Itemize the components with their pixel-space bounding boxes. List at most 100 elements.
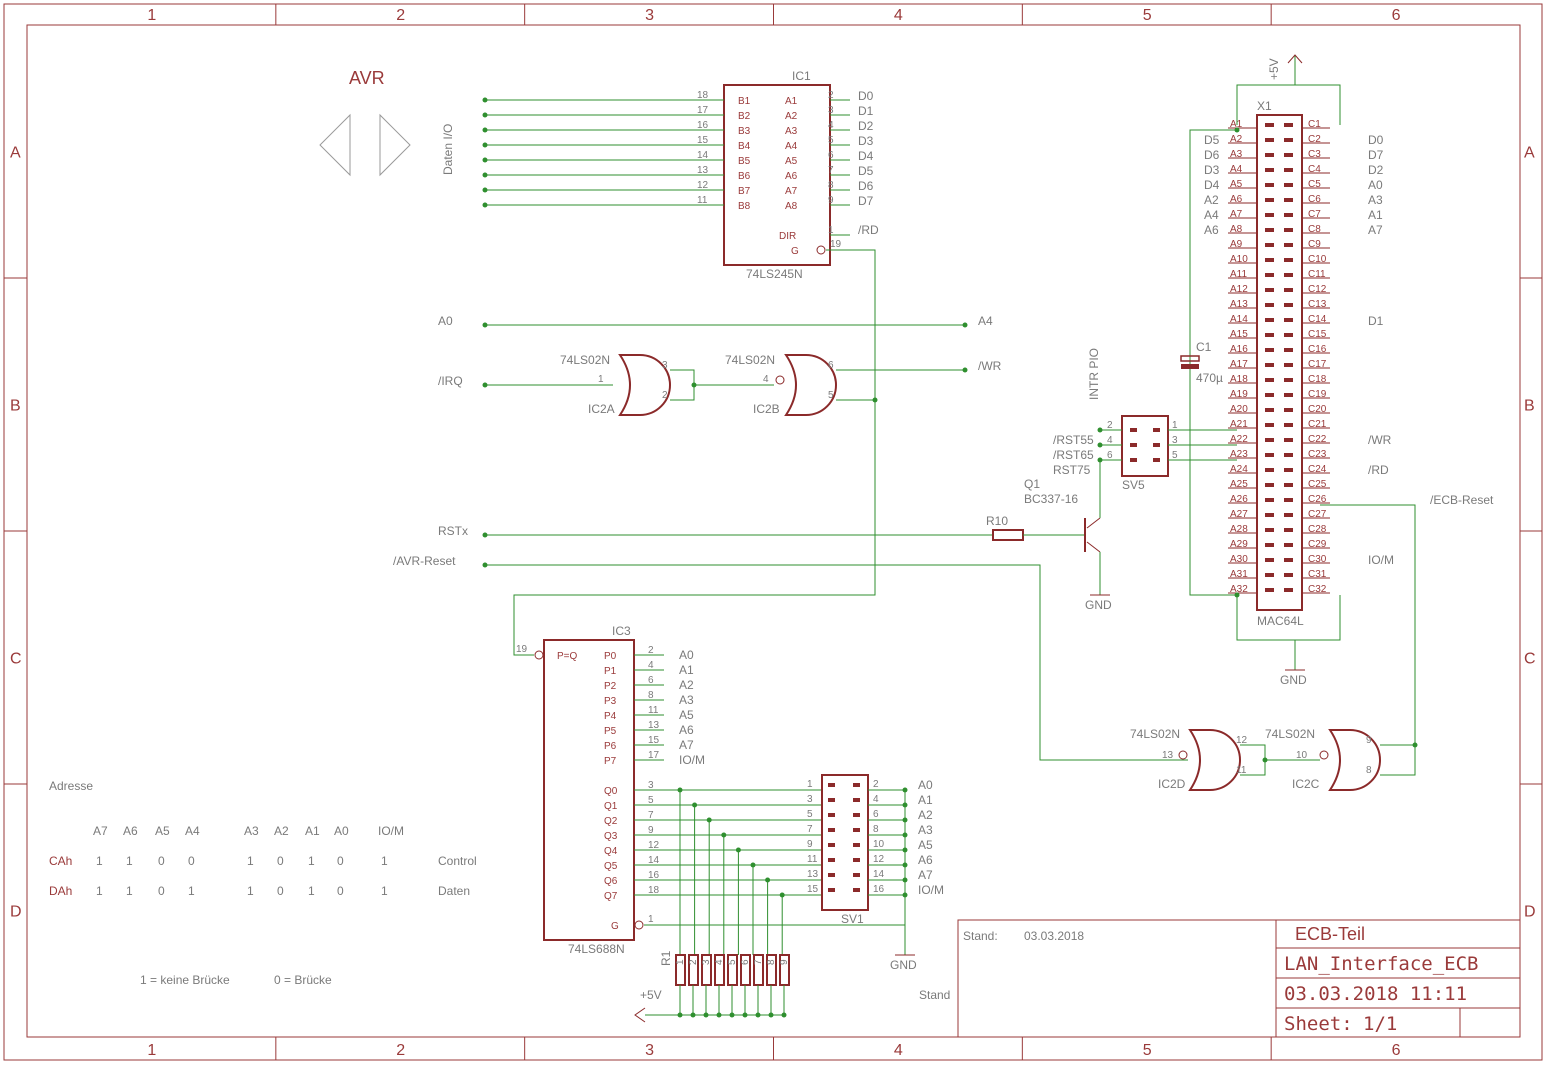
sv1-name: SV1 xyxy=(841,912,864,926)
addr-cell-1-6: 1 xyxy=(308,884,315,898)
sv1-signal-3: A3 xyxy=(918,823,933,837)
x1-pin-A17: A17 xyxy=(1230,359,1248,370)
frame-col-top-4: 4 xyxy=(894,7,903,24)
ic1-a-num-7: 9 xyxy=(828,195,834,206)
ic1-a-num-0: 2 xyxy=(828,90,834,101)
ic1-a-num-1: 3 xyxy=(828,105,834,116)
x1-pin-C28: C28 xyxy=(1308,524,1327,535)
ic2a-type: 74LS02N xyxy=(560,353,610,367)
ic2b-pin5: 5 xyxy=(828,390,834,401)
sv1-pin-12: 12 xyxy=(873,854,885,865)
frame-col-top-3: 3 xyxy=(645,7,654,24)
x1-5v-label: +5V xyxy=(1267,58,1281,80)
ic3-p-num-7: 17 xyxy=(648,750,660,761)
sv5-pin-1: 1 xyxy=(1172,420,1178,431)
net-wr: /WR xyxy=(978,359,1002,373)
x1-pin-C10: C10 xyxy=(1308,254,1327,265)
ic3-p-num-6: 15 xyxy=(648,735,660,746)
addr-cell-1-0: 1 xyxy=(96,884,103,898)
sv1-signal-0: A0 xyxy=(918,778,933,792)
frame-col-top-2: 2 xyxy=(396,7,405,24)
ic1-b-num-0: 18 xyxy=(697,90,709,101)
r1-pin-3: 3 xyxy=(701,959,712,965)
ic1-pin-B7: B7 xyxy=(738,186,751,197)
ic3-p-num-2: 6 xyxy=(648,675,654,686)
ic1-signal-D1: D1 xyxy=(858,104,874,118)
x1-pin-C7: C7 xyxy=(1308,209,1321,220)
sv5-name: SV5 xyxy=(1122,478,1145,492)
stand-label-2: Stand xyxy=(919,988,950,1002)
x1-pin-A3: A3 xyxy=(1230,149,1243,160)
sv1-pin-13: 13 xyxy=(807,869,819,880)
x1-pin-A12: A12 xyxy=(1230,284,1248,295)
addr-cell-0-7: 0 xyxy=(337,854,344,868)
ic3-q-num-0: 3 xyxy=(648,780,654,791)
x1-pin-A32: A32 xyxy=(1230,584,1248,595)
file-name: LAN_Interface_ECB xyxy=(1284,953,1478,975)
x1-pin-A26: A26 xyxy=(1230,494,1248,505)
sv5-label-2: RST75 xyxy=(1053,463,1091,477)
r1-pin-7: 7 xyxy=(753,959,764,965)
addr-header-1: A6 xyxy=(123,824,138,838)
frame-row-left-D: D xyxy=(10,904,22,921)
ic2d-pin12: 12 xyxy=(1236,735,1248,746)
ic2b-pin6: 6 xyxy=(828,360,834,371)
frame-row-right-A: A xyxy=(1524,145,1535,162)
ic1-signal-D7: D7 xyxy=(858,194,874,208)
ic3-q-num-3: 9 xyxy=(648,825,654,836)
sheet-label: Sheet: xyxy=(1284,1013,1353,1035)
ic3-p-signal-3: A3 xyxy=(679,693,694,707)
x1-right-3: D2 xyxy=(1368,163,1384,177)
sheet-number: 1/1 xyxy=(1363,1013,1397,1035)
ic3-p-signal-2: A2 xyxy=(679,678,694,692)
ic1-pin-A2: A2 xyxy=(785,111,798,122)
x1-pin-A1: A1 xyxy=(1230,119,1243,130)
x1-pin-C13: C13 xyxy=(1308,299,1327,310)
ic3-p-signal-4: A5 xyxy=(679,708,694,722)
ic3-p-signal-1: A1 xyxy=(679,663,694,677)
frame-row-right-B: B xyxy=(1524,398,1535,415)
ic1-signal-D5: D5 xyxy=(858,164,874,178)
frame-col-bottom-2: 2 xyxy=(396,1042,405,1059)
ic1-pin-B2: B2 xyxy=(738,111,751,122)
ic1-a-num-3: 5 xyxy=(828,135,834,146)
frame-col-bottom-4: 4 xyxy=(894,1042,903,1059)
ic3-pin-Q0: Q0 xyxy=(604,786,618,797)
ic1-pin-A1: A1 xyxy=(785,96,798,107)
addr-row-label-0: CAh xyxy=(49,854,72,868)
sv5-pin-2: 2 xyxy=(1107,420,1113,431)
x1-pin-C21: C21 xyxy=(1308,419,1327,430)
ic3-p-num-5: 13 xyxy=(648,720,660,731)
x1-pin-C16: C16 xyxy=(1308,344,1327,355)
x1-pin-A22: A22 xyxy=(1230,434,1248,445)
sv1-gnd: GND xyxy=(890,958,917,972)
sv5-intr-label: INTR PIO xyxy=(1087,348,1101,400)
x1-pin-C4: C4 xyxy=(1308,164,1321,175)
x1-right-2: D7 xyxy=(1368,148,1384,162)
addr-cell-0-1: 1 xyxy=(126,854,133,868)
sv1-pin-11: 11 xyxy=(807,854,818,865)
bus-label-daten-io: Daten I/O xyxy=(441,124,455,175)
x1-pin-A16: A16 xyxy=(1230,344,1248,355)
ic2b-type: 74LS02N xyxy=(725,353,775,367)
ic3-pin-Q4: Q4 xyxy=(604,846,618,857)
x1-pin-C5: C5 xyxy=(1308,179,1321,190)
x1-left-7: A6 xyxy=(1204,223,1219,237)
ic1-signal-D0: D0 xyxy=(858,89,874,103)
x1-pin-A23: A23 xyxy=(1230,449,1248,460)
ic1-b-num-2: 16 xyxy=(697,120,709,131)
frame-col-bottom-3: 3 xyxy=(645,1042,654,1059)
frame-row-right-D: D xyxy=(1524,904,1536,921)
sv5-label-1: /RST65 xyxy=(1053,448,1094,462)
ic2d-pin11: 11 xyxy=(1236,765,1247,776)
r10-resistor xyxy=(992,529,1024,541)
ic1-pin-B1: B1 xyxy=(738,96,751,107)
x1-pin-A25: A25 xyxy=(1230,479,1248,490)
stand-date: 03.03.2018 xyxy=(1024,929,1084,943)
x1-pin-A27: A27 xyxy=(1230,509,1248,520)
frame-col-top-6: 6 xyxy=(1392,7,1401,24)
ic1-a-num-6: 8 xyxy=(828,180,834,191)
addr-cell-1-2: 0 xyxy=(158,884,165,898)
r1-pin-6: 6 xyxy=(740,959,751,965)
